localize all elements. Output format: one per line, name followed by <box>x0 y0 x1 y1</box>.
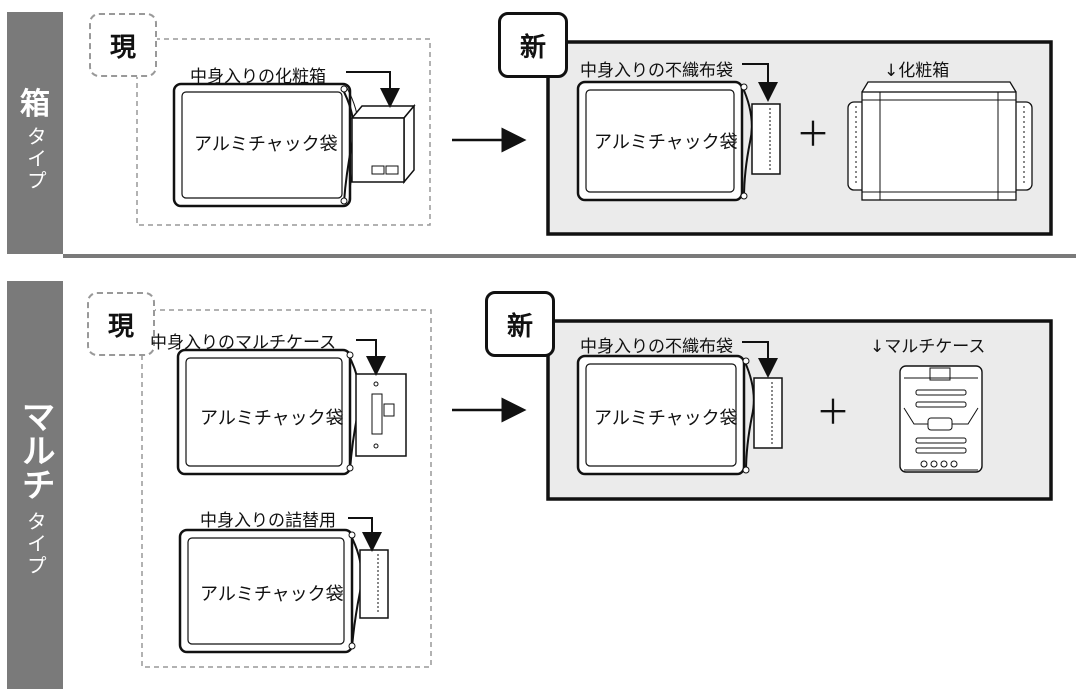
box-current-bag-label: アルミチャック袋 <box>194 134 338 155</box>
multi-current-bag-label-1: アルミチャック袋 <box>200 408 344 429</box>
box-current-bag <box>172 82 360 208</box>
multi-new-bag <box>576 354 783 476</box>
box-new-bag <box>576 80 781 202</box>
box-current-badge: 現 <box>89 13 157 77</box>
box-new-label: 中身入りの不織布袋 <box>580 61 733 81</box>
multi-case-small <box>355 373 407 457</box>
multi-new-badge: 新 <box>485 291 555 357</box>
box-extra-label: ↓化粧箱 <box>884 61 950 81</box>
multi-type-title: マルチ <box>15 399 55 501</box>
box-type-band: 箱 タイプ <box>7 12 63 254</box>
cosmetic-box-unfolded <box>847 81 1033 201</box>
box-current-label: 中身入りの化粧箱 <box>190 67 326 87</box>
multi-current-label-1: 中身入りのマルチケース <box>150 333 337 353</box>
multi-current-label-2: 中身入りの詰替用 <box>200 511 336 531</box>
multi-current-bag-2 <box>178 528 389 654</box>
multi-plus-sign: ＋ <box>816 393 850 433</box>
box-type-title: 箱 <box>20 87 50 122</box>
cosmetic-box-small <box>350 103 416 185</box>
section-divider <box>63 254 1076 258</box>
multi-extra-label: ↓マルチケース <box>870 337 986 357</box>
box-plus-sign: ＋ <box>796 115 830 155</box>
multi-type-subtitle: タイプ <box>23 511 48 577</box>
multi-case-large <box>899 365 983 473</box>
multi-new-bag-label: アルミチャック袋 <box>594 408 738 429</box>
multi-type-band: マルチ タイプ <box>7 281 63 689</box>
box-current-frame <box>136 38 431 226</box>
multi-current-frame <box>141 309 432 668</box>
multi-current-bag-label-2: アルミチャック袋 <box>200 584 344 605</box>
box-type-subtitle: タイプ <box>23 126 48 192</box>
multi-new-label: 中身入りの不織布袋 <box>580 337 733 357</box>
multi-current-badge: 現 <box>87 292 155 356</box>
box-new-badge: 新 <box>498 12 568 78</box>
box-new-bag-label: アルミチャック袋 <box>594 132 738 153</box>
